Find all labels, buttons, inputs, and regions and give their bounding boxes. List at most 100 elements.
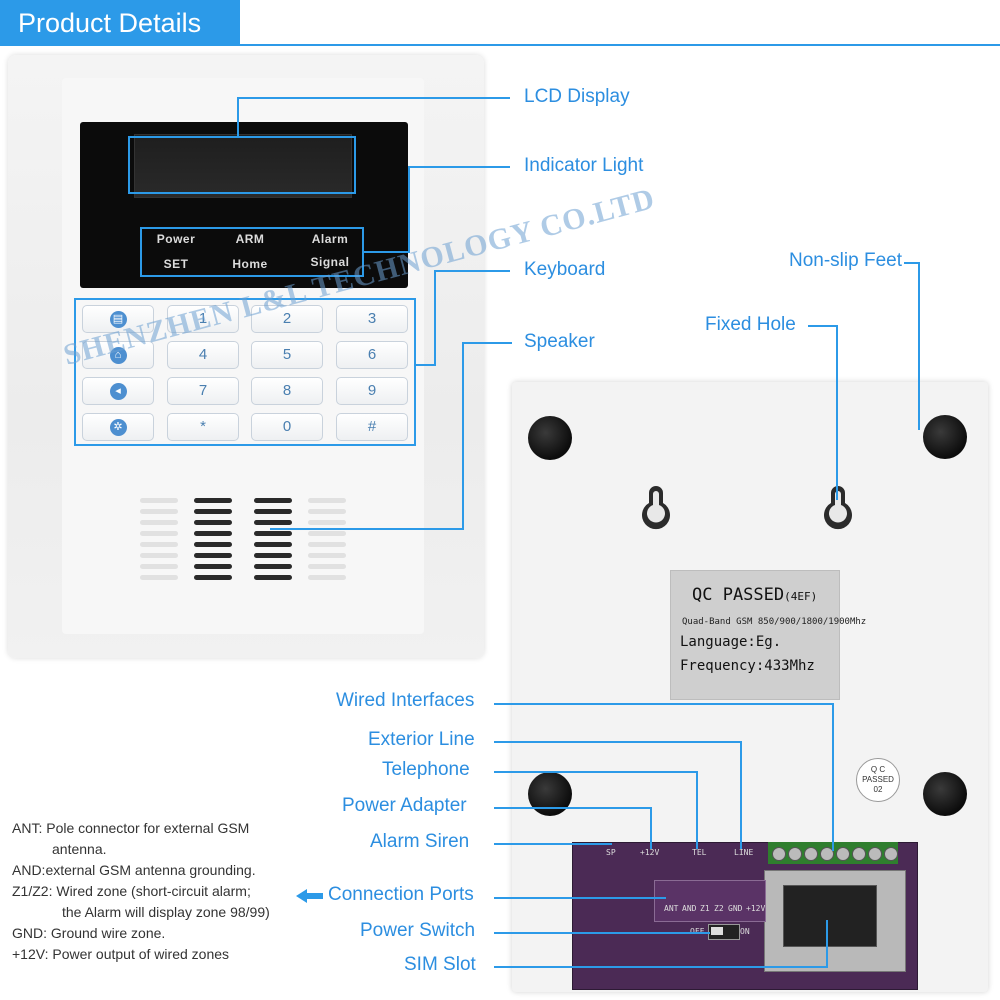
pcb-label-ant: ANT: [664, 904, 679, 913]
grille-slot: [140, 509, 178, 514]
indicator-set: SET: [163, 257, 189, 271]
key-0[interactable]: 0: [251, 413, 323, 441]
terminal-screw: [852, 847, 866, 861]
nonslip-leader-h: [904, 262, 920, 264]
callout-fixed-hole: Fixed Hole: [705, 314, 796, 335]
sim-slot[interactable]: [783, 885, 877, 947]
power-adapter-leader-h: [494, 807, 652, 809]
grille-slot: [194, 498, 232, 503]
pcb-label-tel: TEL: [692, 848, 707, 857]
fixed-hole-left-icon: [642, 486, 670, 530]
terminal-screws: [772, 847, 898, 861]
power-switch[interactable]: [708, 924, 740, 940]
pcb-label-12v: +12V: [640, 848, 660, 857]
callout-power-switch: Power Switch: [360, 920, 476, 941]
key-star[interactable]: *: [167, 413, 239, 441]
lcd-leader: [237, 97, 239, 136]
callout-indicator-light: Indicator Light: [524, 155, 644, 176]
indicator-alarm: Alarm: [311, 232, 349, 246]
lcd-highlight: [128, 136, 356, 194]
grille-slot: [194, 531, 232, 536]
key-hash[interactable]: #: [336, 413, 408, 441]
grille-slot: [194, 564, 232, 569]
key-2[interactable]: 2: [251, 305, 323, 333]
terminal-screw: [884, 847, 898, 861]
telephone-leader-v: [696, 771, 698, 849]
wired-leader-v: [832, 703, 834, 851]
arm-key[interactable]: ▤: [82, 305, 154, 333]
home-key[interactable]: ⌂: [82, 341, 154, 369]
indicator-arm: ARM: [235, 232, 265, 246]
connection-ports-leader: [494, 897, 666, 899]
grille-slot: [254, 575, 292, 580]
lcd-screen: [134, 134, 352, 198]
power-adapter-leader-v: [650, 807, 652, 849]
key-1[interactable]: 1: [167, 305, 239, 333]
key-5[interactable]: 5: [251, 341, 323, 369]
indicator-leader-h2: [364, 251, 410, 253]
legend: ANT: Pole connector for external GSM ant…: [12, 820, 302, 967]
grille-slot: [308, 520, 346, 525]
speaker-leader: [462, 342, 464, 530]
foot-bottom-right: [923, 772, 967, 816]
key-8[interactable]: 8: [251, 377, 323, 405]
callout-lcd-display: LCD Display: [524, 86, 630, 107]
key-6[interactable]: 6: [336, 341, 408, 369]
indicator-power: Power: [156, 232, 196, 246]
keyboard-highlight: [74, 298, 416, 446]
indicator-home: Home: [232, 257, 268, 271]
keyboard-leader: [434, 270, 436, 365]
terminal-screw: [836, 847, 850, 861]
legend-item-gnd: GND: Ground wire zone.: [12, 925, 166, 941]
foot-top-left: [528, 416, 572, 460]
nonslip-leader: [918, 262, 920, 430]
exterior-leader-h: [494, 741, 742, 743]
grille-slot: [308, 531, 346, 536]
callout-alarm-siren: Alarm Siren: [370, 831, 470, 852]
terminal-screw: [788, 847, 802, 861]
grille-slot: [140, 564, 178, 569]
grille-slot: [140, 531, 178, 536]
callout-wired-interfaces: Wired Interfaces: [336, 690, 475, 711]
settings-icon: ✲: [109, 418, 127, 436]
grille-slot: [194, 542, 232, 547]
pcb-label-sp: SP: [606, 848, 616, 857]
pcb-label-line: LINE: [734, 848, 754, 857]
grille-slot: [308, 575, 346, 580]
qc-label: [670, 570, 840, 700]
callout-keyboard: Keyboard: [524, 259, 606, 280]
qc-badge: Q C PASSED 02: [856, 758, 900, 802]
pcb-label-plus12v: +12V: [746, 904, 766, 913]
grille-slot: [308, 542, 346, 547]
terminal-screw: [820, 847, 834, 861]
grille-slot: [140, 553, 178, 558]
exterior-leader-v: [740, 741, 742, 849]
indicator-signal: Signal: [310, 255, 350, 269]
grille-slot: [140, 498, 178, 503]
foot-bottom-left: [528, 772, 572, 816]
page-title: Product Details: [0, 0, 240, 46]
fixed-hole-leader: [836, 325, 838, 500]
settings-key[interactable]: ✲: [82, 413, 154, 441]
qc-code: (4EF): [784, 590, 818, 603]
key-3[interactable]: 3: [336, 305, 408, 333]
speaker-key[interactable]: ◂: [82, 377, 154, 405]
key-7[interactable]: 7: [167, 377, 239, 405]
speaker-leader-h: [462, 342, 512, 344]
arrow-left-icon: [296, 889, 323, 903]
terminal-screw: [868, 847, 882, 861]
key-9[interactable]: 9: [336, 377, 408, 405]
speaker-grille: [140, 498, 350, 588]
key-4[interactable]: 4: [167, 341, 239, 369]
power-switch-knob: [711, 927, 723, 935]
grille-slot: [194, 553, 232, 558]
sim-slot-leader-v: [826, 920, 828, 968]
grille-slot: [194, 575, 232, 580]
callout-exterior-line: Exterior Line: [368, 729, 475, 750]
grille-slot: [254, 553, 292, 558]
callout-non-slip-feet: Non-slip Feet: [789, 250, 902, 271]
grille-slot: [308, 509, 346, 514]
legend-item-ant: ANT: Pole connector for external GSM: [12, 820, 250, 836]
grille-slot: [254, 542, 292, 547]
arm-icon: ▤: [109, 310, 127, 328]
